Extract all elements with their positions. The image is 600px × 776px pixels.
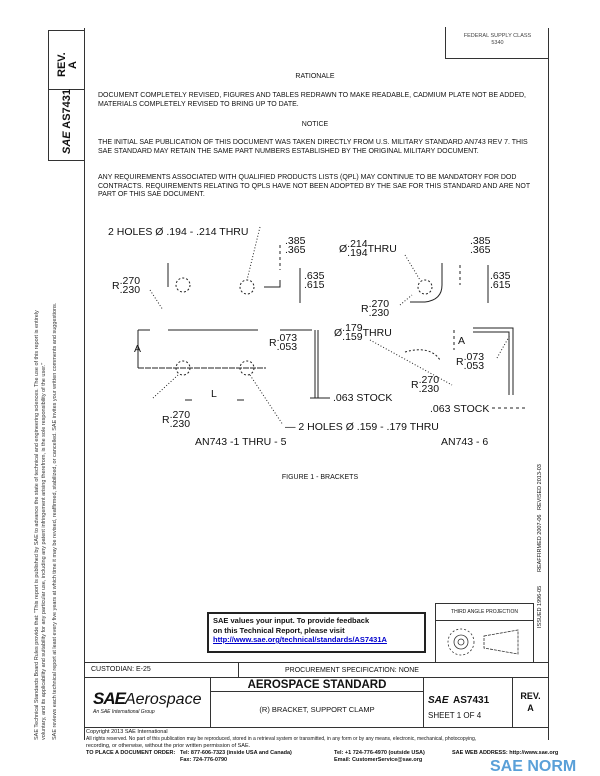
dim-385-365: .385.365 — [285, 235, 306, 256]
feedback-line: on this Technical Report, please visit — [213, 625, 345, 635]
projection-box: THIRD ANGLE PROJECTION — [435, 603, 534, 663]
feedback-line: SAE values your input. To provide feedba… — [213, 616, 370, 625]
bracket-left-elevation — [149, 226, 301, 311]
dia-179-159: Ø.179.159THRU — [334, 322, 392, 343]
notice-paragraph-1: THE INITIAL SAE PUBLICATION OF THIS DOCU… — [98, 139, 528, 155]
radius-270-230-d: R.270.230 — [162, 409, 191, 430]
frame-right-line — [548, 28, 549, 740]
watermark-logo: SAE NORM — [490, 758, 577, 775]
contact-intl: Tel: +1 724-776-4970 (outside USA)Email:… — [334, 750, 425, 763]
dia-214-194: Ø.214.194THRU — [339, 238, 397, 259]
date-revised: REVISED 2013-03 — [537, 464, 543, 510]
bracket-right-plan — [369, 327, 525, 409]
dim-635-615: .635.615 — [304, 270, 325, 291]
dim-a-right: A — [458, 335, 466, 347]
projection-label: THIRD ANGLE PROJECTION — [436, 604, 533, 621]
dim-l: L — [211, 388, 217, 400]
sae-aerospace-logo: SAEAerospace An SAE International Group — [84, 677, 211, 728]
feedback-link[interactable]: http://www.sae.org/technical/standards/A… — [213, 635, 387, 644]
order-label: TO PLACE A DOCUMENT ORDER: — [86, 750, 176, 756]
feedback-box: SAE values your input. To provide feedba… — [207, 612, 426, 653]
stock-label-left: .063 STOCK — [333, 392, 393, 404]
dim-a-left: A — [134, 343, 142, 355]
rationale-text: DOCUMENT COMPLETELY REVISED, FIGURES AND… — [98, 92, 526, 108]
date-reaffirmed: REAFFIRMED 2007-06 — [537, 514, 543, 572]
holes-top-label: 2 HOLES Ø .194 - .214 THRU — [108, 226, 249, 238]
bracket-right-elevation — [399, 254, 489, 306]
notice-paragraph-2: ANY REQUIREMENTS ASSOCIATED WITH QUALIFI… — [98, 174, 531, 198]
doc-number: AS7431 — [453, 695, 490, 706]
contact-phone-fax: Tel: 877-606-7323 (inside USA and Canada… — [180, 750, 292, 763]
rationale-heading: RATIONALE — [295, 73, 335, 80]
holes-bottom-label: — 2 HOLES Ø .159 - .179 THRU — [285, 421, 439, 433]
footer: Copyright 2013 SAE International All rig… — [86, 729, 477, 749]
radius-073-053-b: R.073.053 — [456, 351, 485, 372]
radius-073-053-a: R.073.053 — [269, 332, 298, 353]
date-issued: ISSUED 1996-05 — [537, 585, 543, 628]
document-category: AEROSPACE STANDARD — [210, 677, 424, 692]
document-title: (R) BRACKET, SUPPORT CLAMP — [210, 691, 424, 728]
radius-270-230-b: R.270.230 — [361, 298, 390, 319]
dim-385-365-right: .385.365 — [470, 235, 491, 256]
notice-heading: NOTICE — [301, 121, 329, 128]
caption-an743-6: AN743 - 6 — [441, 436, 489, 448]
doc-number-cell: SAE AS7431 SHEET 1 OF 4 — [423, 677, 513, 728]
bracket-left-plan — [137, 329, 330, 426]
radius-270-230-c: R.270.230 — [411, 374, 440, 395]
sheet-number: SHEET 1 OF 4 — [428, 711, 482, 720]
radius-270-230-a: R.270.230 — [112, 275, 141, 296]
custodian-cell: CUSTODIAN: E-25 — [84, 662, 239, 678]
third-angle-projection-icon — [447, 628, 519, 656]
frame-left-line — [84, 28, 85, 740]
fsc-value: 5340 — [491, 40, 504, 46]
procurement-cell: PROCUREMENT SPECIFICATION: NONE — [238, 662, 549, 678]
rev-cell: REV. A — [512, 677, 549, 728]
stock-label-right: .063 STOCK — [430, 403, 490, 415]
dim-635-615-right: .635.615 — [490, 270, 511, 291]
fsc-label: FEDERAL SUPPLY CLASS — [463, 33, 532, 39]
fsc-box: FEDERAL SUPPLY CLASS 5340 — [445, 27, 549, 59]
sae-logo-icon: SAE — [428, 695, 449, 706]
side-doc-box: SAE AS7431 — [48, 89, 85, 161]
figure-title: FIGURE 1 - BRACKETS — [281, 474, 359, 481]
web-address: SAE WEB ADDRESS: http://www.sae.org — [452, 750, 559, 756]
caption-an743-1-5: AN743 -1 THRU - 5 — [195, 436, 287, 448]
